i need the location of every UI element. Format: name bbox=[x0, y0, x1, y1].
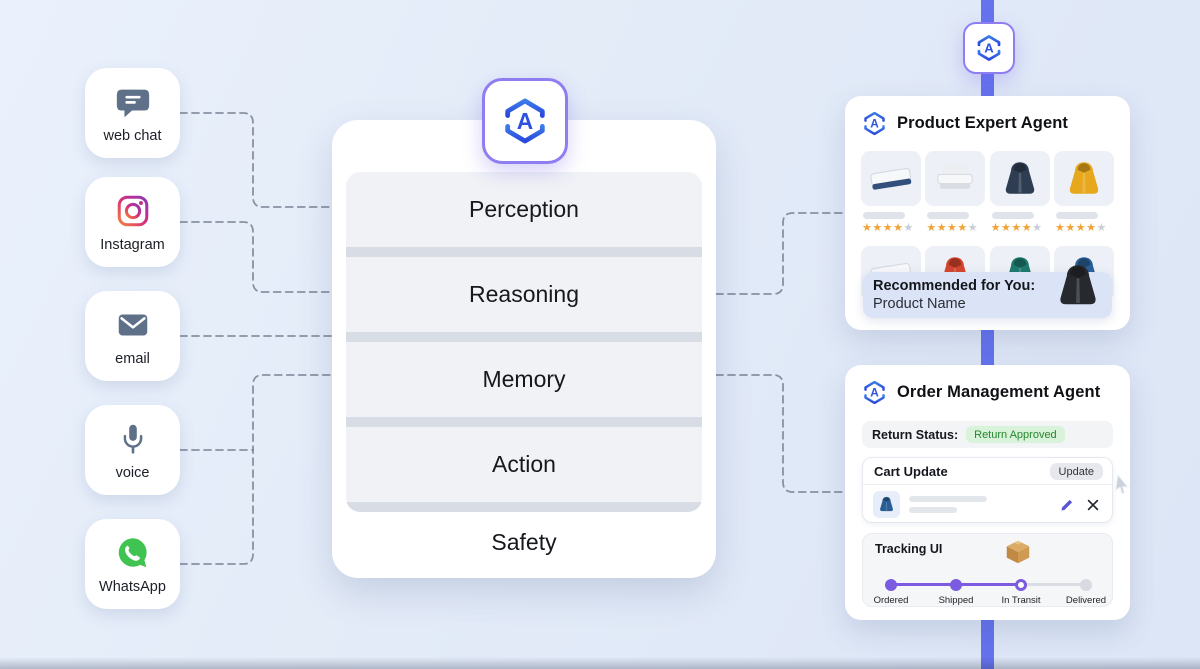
order-management-agent-card: Order Management Agent Return Status: Re… bbox=[845, 365, 1130, 620]
channel-label: web chat bbox=[103, 127, 162, 144]
tracking-ui-panel: Tracking UI Ordered Shipped In Transit D… bbox=[862, 533, 1113, 607]
connector-webchat bbox=[179, 112, 333, 208]
return-status-bar: Return Status: Return Approved bbox=[862, 421, 1113, 448]
tracking-dot-shipped bbox=[950, 578, 962, 591]
product-cell: ★★★★★ bbox=[925, 151, 986, 234]
layer-safety: Safety bbox=[491, 528, 557, 555]
hexagon-a-logo-icon bbox=[861, 379, 888, 406]
tracking-dot-ordered bbox=[885, 578, 897, 591]
recommendation-tooltip: Recommended for You: Product Name bbox=[863, 272, 1112, 318]
cart-item-placeholder-text bbox=[909, 496, 1051, 513]
mouse-cursor bbox=[1112, 474, 1132, 498]
layer-perception: Perception bbox=[346, 172, 702, 247]
layer-memory: Memory bbox=[346, 342, 702, 417]
agent-core-layers: Perception Reasoning Memory Action bbox=[346, 172, 702, 512]
channel-label: email bbox=[115, 350, 150, 367]
product-name-placeholder bbox=[991, 212, 1034, 219]
hexagon-a-logo-icon bbox=[974, 33, 1004, 63]
cart-item-thumb bbox=[873, 491, 900, 518]
package-icon bbox=[1003, 537, 1033, 567]
recommendation-product-name: Product Name bbox=[873, 296, 966, 313]
layer-divider bbox=[346, 417, 702, 427]
edit-pencil-icon[interactable] bbox=[1060, 497, 1075, 512]
product-cell: ★★★★★ bbox=[861, 151, 921, 234]
product-expert-agent-title: Product Expert Agent bbox=[897, 114, 1068, 132]
product-name-placeholder bbox=[1055, 212, 1098, 219]
product-cell: ★★★★★ bbox=[989, 151, 1050, 234]
star-rating: ★★★★★ bbox=[862, 222, 914, 234]
product-grid-row-1: ★★★★★ ★★★★★ ★★★★★ ★★★★★ bbox=[861, 151, 1114, 234]
recommendation-heading: Recommended for You: bbox=[873, 278, 1036, 294]
product-image-navy-jacket bbox=[989, 151, 1050, 206]
cart-update-panel: Cart Update Update bbox=[862, 457, 1113, 523]
chat-bubble-icon bbox=[114, 83, 152, 121]
tracking-step-label: Delivered bbox=[1065, 595, 1107, 606]
envelope-icon bbox=[114, 306, 152, 344]
product-name-placeholder bbox=[927, 212, 970, 219]
star-rating: ★★★★★ bbox=[1054, 222, 1107, 234]
layer-divider bbox=[346, 247, 702, 257]
product-expert-agent-card: Product Expert Agent ★★★★★ ★★★★★ ★★★★★ bbox=[845, 96, 1130, 330]
layer-reasoning: Reasoning bbox=[346, 257, 702, 332]
return-status-badge: Return Approved bbox=[966, 426, 1065, 443]
tracking-step-label: Shipped bbox=[938, 595, 974, 606]
update-button[interactable]: Update bbox=[1049, 463, 1103, 480]
product-image-bed bbox=[925, 151, 986, 206]
product-cell: ★★★★★ bbox=[1053, 151, 1114, 234]
tracking-step-label: Ordered bbox=[873, 595, 909, 606]
channel-label: Instagram bbox=[100, 236, 165, 253]
order-management-agent-title: Order Management Agent bbox=[897, 383, 1101, 401]
recommended-product-image bbox=[1052, 260, 1104, 317]
return-status-label: Return Status: bbox=[872, 427, 959, 442]
channel-card-web-chat: web chat bbox=[85, 68, 180, 158]
hexagon-a-logo-icon bbox=[499, 95, 551, 147]
tracking-step-label: In Transit bbox=[1001, 595, 1041, 606]
connector-product-agent bbox=[715, 212, 846, 295]
channel-card-email: email bbox=[85, 291, 180, 381]
layer-action: Action bbox=[346, 427, 702, 502]
layer-divider bbox=[346, 332, 702, 342]
channel-card-voice: voice bbox=[85, 405, 180, 495]
channel-label: voice bbox=[115, 464, 150, 481]
agent-core-logo-badge bbox=[482, 78, 568, 164]
tracking-ui-title: Tracking UI bbox=[875, 542, 943, 556]
bottom-vignette bbox=[0, 657, 1200, 669]
microphone-icon bbox=[114, 420, 152, 458]
layer-divider bbox=[346, 502, 702, 512]
star-rating: ★★★★★ bbox=[990, 222, 1043, 234]
connector-order-agent bbox=[715, 374, 846, 493]
instagram-icon bbox=[114, 192, 152, 230]
product-name-placeholder bbox=[863, 212, 905, 219]
product-image-mattress bbox=[861, 151, 921, 206]
connector-whatsapp bbox=[179, 374, 333, 565]
hexagon-a-logo-icon bbox=[861, 110, 888, 137]
connector-instagram bbox=[179, 221, 333, 293]
close-icon[interactable] bbox=[1086, 498, 1100, 512]
whatsapp-icon bbox=[114, 534, 152, 572]
star-rating: ★★★★★ bbox=[926, 222, 979, 234]
network-logo-badge bbox=[963, 22, 1015, 74]
tracking-progress-todo bbox=[1021, 583, 1085, 586]
channel-card-instagram: Instagram bbox=[85, 177, 180, 267]
channel-label: WhatsApp bbox=[99, 578, 166, 595]
tracking-dot-in-transit bbox=[1015, 578, 1027, 591]
tracking-dot-delivered bbox=[1080, 578, 1092, 591]
cart-update-title: Cart Update bbox=[874, 464, 948, 479]
channel-card-whatsapp: WhatsApp bbox=[85, 519, 180, 609]
product-image-yellow-jacket bbox=[1053, 151, 1114, 206]
